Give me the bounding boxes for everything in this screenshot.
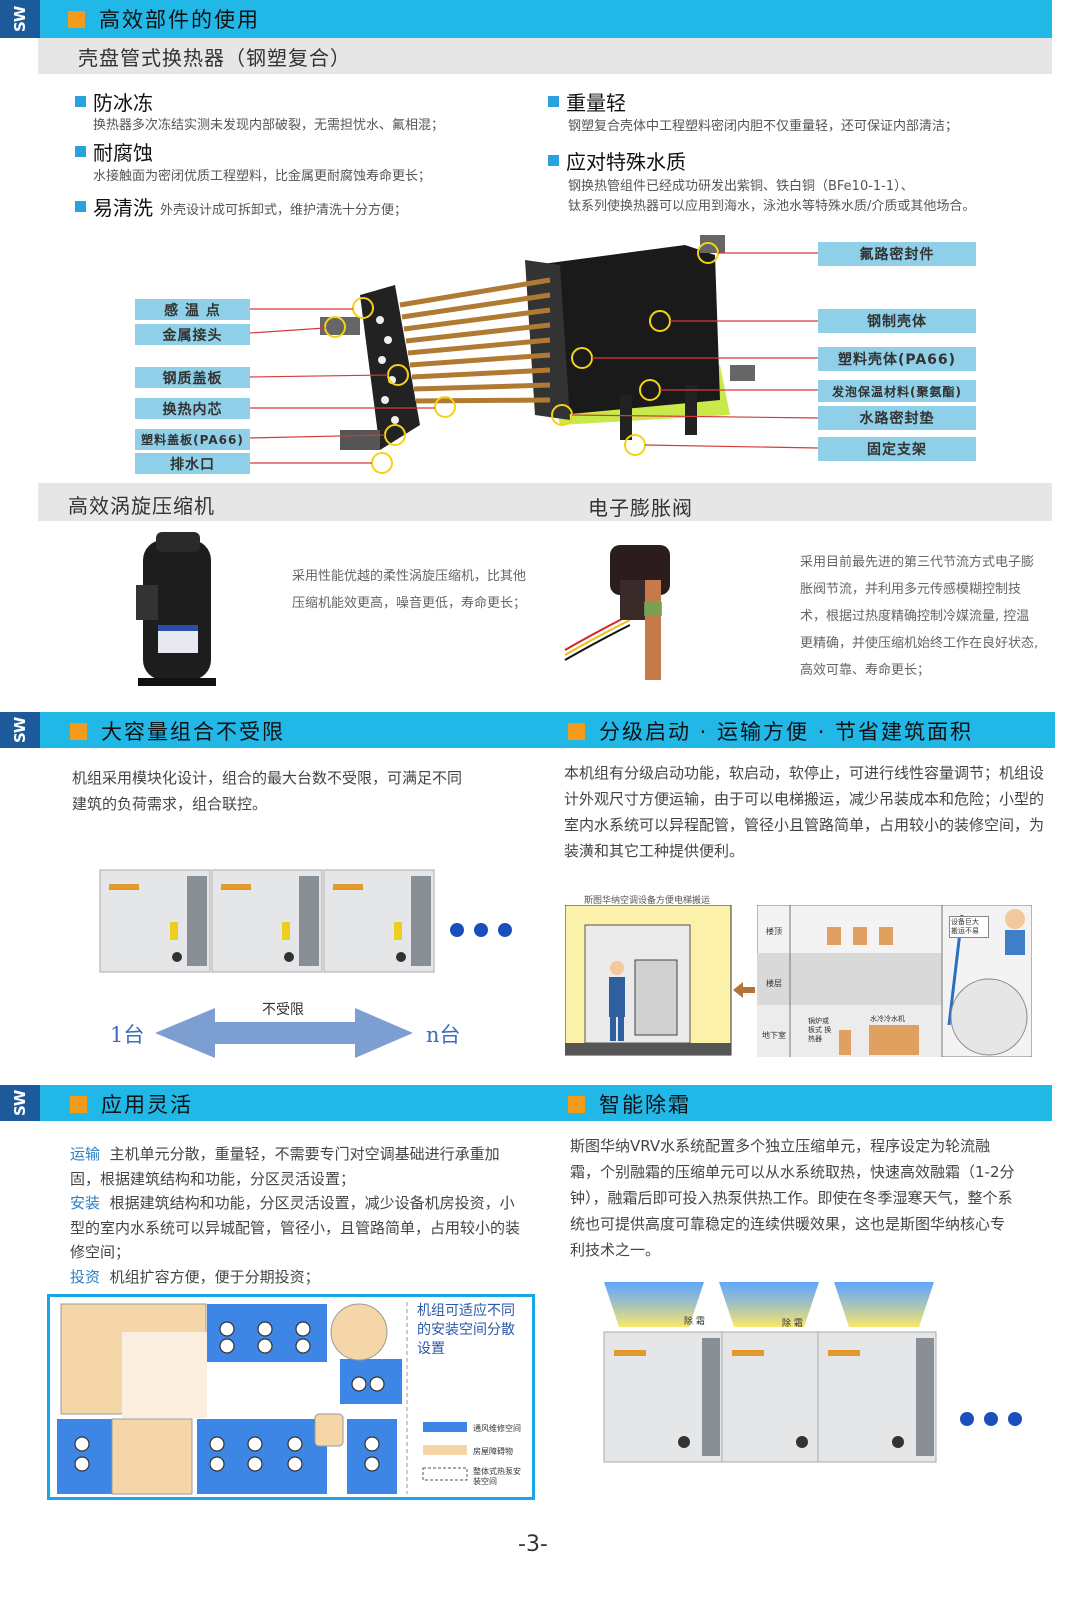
feature-text: 换热器多次冻结实测未发现内部破裂，无需担忧水、氟相混； (93, 118, 445, 133)
compressor-description: 采用性能优越的柔性涡旋压缩机，比其他压缩机能效更高，噪音更低，寿命更长； (292, 569, 527, 611)
elevator-caption: 斯图华纳空调设备方便电梯搬运 (584, 896, 711, 906)
orange-square-icon (70, 722, 87, 740)
label-temp-point: 感 温 点 (135, 299, 250, 320)
orange-square-icon (568, 722, 585, 740)
feature-text: 钛系列使换热器可以应用到海水，泳池水等特殊水质/介质或其他场合。 (568, 199, 976, 214)
label-heat-core: 换热内芯 (135, 398, 250, 419)
section-title: 高效部件的使用 (68, 4, 260, 34)
label-plastic-cover: 塑料盖板(PA66) (135, 429, 250, 450)
capacity-description: 机组采用模块化设计，组合的最大台数不受限，可满足不同建筑的负荷需求，组合联控。 (72, 769, 463, 813)
modular-units-image (99, 869, 435, 973)
arrow-left-icon (733, 982, 755, 998)
speech-bubble: 设备巨大 搬运不易 (949, 916, 989, 938)
section-bar-efficient-parts (0, 0, 1052, 38)
label-refrigerant-seal: 氟路密封件 (818, 242, 976, 266)
bullet-icon (75, 201, 86, 212)
section-title: 应用灵活 (70, 1089, 193, 1119)
feature-heading: 易清洗 (75, 192, 153, 221)
floor-label-floor: 楼层 (766, 979, 782, 988)
boiler-label: 锅炉或 板式 换热器 (808, 1017, 832, 1043)
bullet-icon (75, 146, 86, 157)
floor-label-basement: 地下室 (762, 1031, 786, 1040)
feature-heading: 重量轻 (548, 87, 626, 116)
label-water-gasket: 水路密封垫 (818, 406, 976, 430)
section-title-text: 高效部件的使用 (99, 8, 260, 32)
label-plastic-shell: 塑料壳体(PA66) (818, 347, 976, 371)
label-steel-cover: 钢质盖板 (135, 367, 250, 388)
chiller-label: 水冷冷水机 (870, 1015, 905, 1023)
arrow-label: 不受限 (262, 1002, 304, 1018)
feature-heading: 耐腐蚀 (75, 137, 153, 166)
bullet-icon (548, 155, 559, 166)
staged-start-description: 本机组有分级启动功能，软启动，软停止，可进行线性容量调节；机组设计外观尺寸方便运… (564, 764, 1045, 860)
feature-text: 水接触面为密闭优质工程塑料，比金属更耐腐蚀寿命更长； (93, 169, 432, 184)
floor-label-roof: 楼顶 (766, 927, 782, 936)
bullet-icon (548, 96, 559, 107)
section-title: 分级启动 · 运输方便 · 节省建筑面积 (568, 716, 973, 746)
more-dots (960, 1412, 1022, 1426)
compressor-image (136, 532, 216, 686)
brand-logo: SW (0, 712, 40, 748)
label-foam-insulation: 发泡保温材料(聚氨酯) (818, 380, 976, 402)
legend-ventilation: 通风维修空间 (473, 1424, 521, 1433)
heat-exchanger-illustration (249, 235, 819, 474)
bullet-icon (75, 96, 86, 107)
page-number: -3- (518, 1532, 548, 1557)
orange-square-icon (568, 1095, 585, 1113)
feature-text: 钢塑复合壳体中工程塑料密闭内胆不仅重量轻，还可保证内部清洁； (568, 119, 959, 134)
defrost-label-2: 除 霜 (782, 1319, 803, 1329)
expansion-valve-image (564, 545, 670, 680)
expansion-valve-description: 采用目前最先进的第三代节流方式电子膨胀阀节流，并利用多元传感模糊控制技术，根据过… (800, 555, 1039, 678)
orange-square-icon (70, 1095, 87, 1113)
expansion-valve-title: 电子膨胀阀 (588, 496, 693, 520)
unlimited-arrow (155, 1008, 413, 1058)
defrost-label-1: 除 霜 (684, 1317, 705, 1327)
section-title: 大容量组合不受限 (70, 716, 285, 746)
section-bar-flexible (0, 1085, 1052, 1121)
building-crane-illustration (757, 905, 1032, 1057)
defrost-units-image (603, 1282, 937, 1463)
subtitle-bar (38, 483, 1052, 521)
arrow-left-label: 1台 (110, 1023, 145, 1047)
feature-text: 外壳设计成可拆卸式，维护清洗十分方便； (160, 203, 408, 218)
label-drain: 排水口 (135, 453, 250, 474)
elevator-illustration (565, 905, 732, 1056)
feature-text: 钢换热管组件已经成功研发出紫铜、铁白铜（BFe10-1-1）、 (568, 179, 914, 194)
legend-obstacle: 房屋障碍物 (473, 1447, 513, 1456)
flexible-description: 运输 主机单元分散，重量轻，不需要专门对空调基础进行承重加固，根据建筑结构和功能… (70, 1145, 521, 1286)
more-dots (450, 923, 512, 937)
arrow-right-label: n台 (426, 1023, 461, 1047)
brand-logo: SW (0, 0, 40, 38)
floor-plan-note: 机组可适应不同的安装空间分散设置 (417, 1303, 515, 1357)
heat-exchanger-title: 壳盘管式换热器（钢塑复合） (78, 46, 351, 70)
section-bar-capacity (0, 712, 1055, 748)
label-fixed-bracket: 固定支架 (818, 437, 976, 461)
label-metal-joint: 金属接头 (135, 324, 250, 345)
subtitle-bar (38, 38, 1052, 74)
floor-plan-diagram (47, 1294, 535, 1500)
orange-square-icon (68, 10, 85, 28)
defrost-description: 斯图华纳VRV水系统配置多个独立压缩单元，程序设定为轮流融霜，个别融霜的压缩单元… (570, 1137, 1015, 1259)
brand-logo: SW (0, 1085, 40, 1121)
legend-install-space: 整体式热泵安装空间 (473, 1467, 521, 1486)
section-title: 智能除霜 (568, 1089, 691, 1119)
label-steel-shell: 钢制壳体 (818, 309, 976, 333)
feature-heading: 防冰冻 (75, 87, 153, 116)
compressor-title: 高效涡旋压缩机 (68, 494, 215, 518)
feature-heading: 应对特殊水质 (548, 146, 686, 175)
